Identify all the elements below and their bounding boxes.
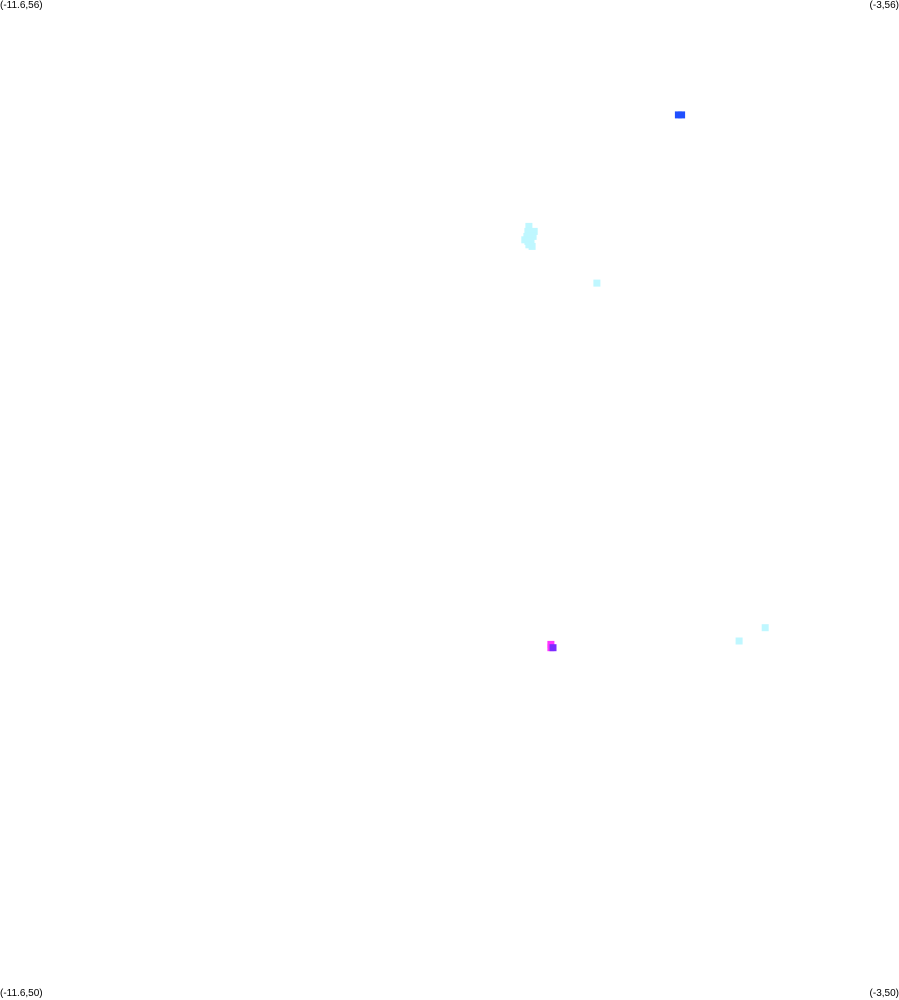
map-point[interactable] [761, 624, 769, 632]
map-point[interactable] [529, 232, 537, 240]
map-point[interactable] [735, 637, 743, 645]
corner-label-top-left: (-11.6,56) [0, 0, 43, 11]
corner-label-bottom-right: (-3,50) [869, 988, 899, 999]
map-point[interactable] [525, 222, 533, 230]
corner-label-bottom-left: (-11.6,50) [0, 988, 43, 999]
map-point[interactable] [593, 279, 601, 287]
map-point[interactable] [528, 242, 536, 250]
corner-label-top-right: (-3,56) [869, 0, 899, 11]
map-point[interactable] [678, 111, 686, 119]
map-point[interactable] [530, 227, 538, 235]
map-point[interactable] [549, 644, 557, 652]
